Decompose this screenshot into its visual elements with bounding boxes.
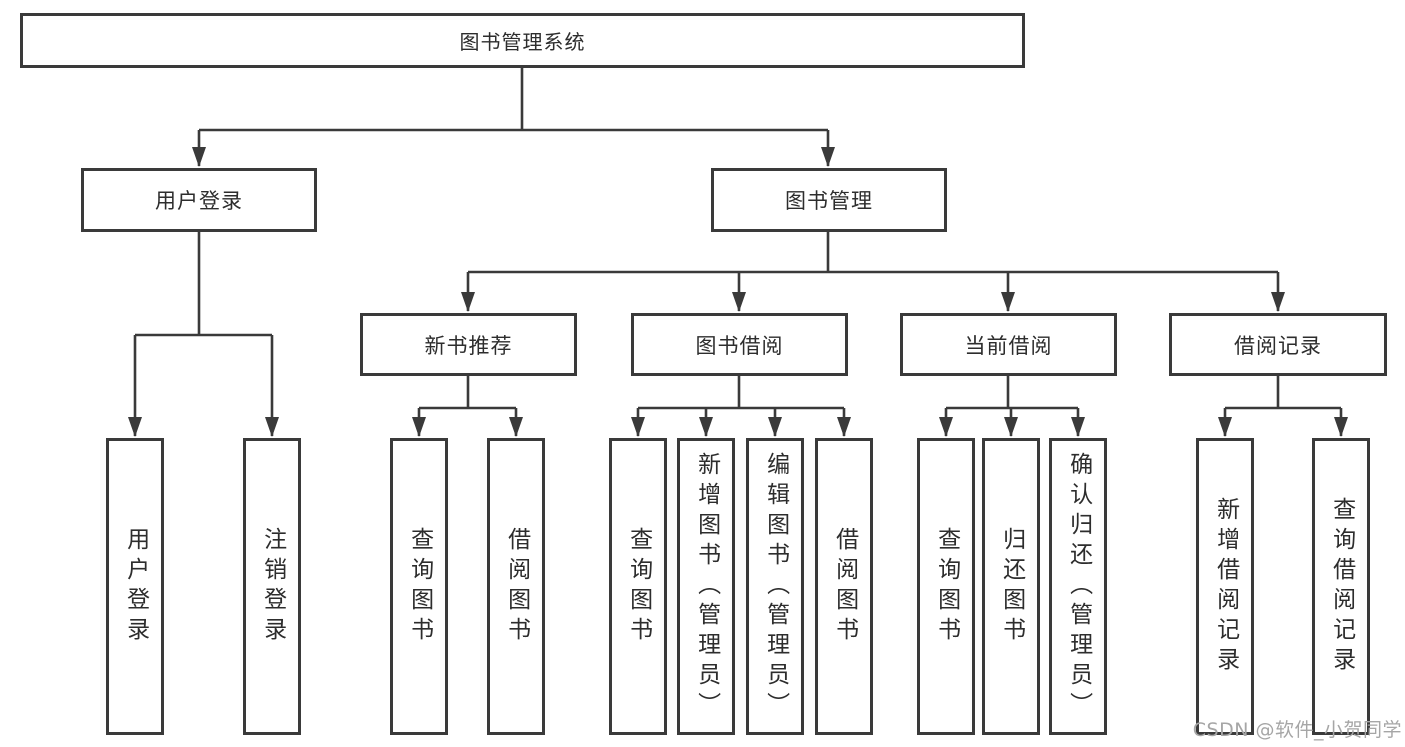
node-label: 确认归还（管理员） [1065, 451, 1092, 722]
node-label: 查询图书 [933, 526, 960, 647]
node-user-login: 用户登录 [81, 168, 317, 232]
node-label: 用户登录 [155, 189, 243, 213]
leaf-query-books-recommend: 查询图书 [390, 438, 448, 735]
node-label: 查询借阅记录 [1328, 496, 1355, 677]
node-label: 图书借阅 [695, 333, 784, 358]
node-library-management-system: 图书管理系统 [20, 13, 1025, 68]
leaf-add-book-admin: 新增图书（管理员） [677, 438, 735, 735]
node-book-borrow: 图书借阅 [631, 313, 848, 376]
node-book-management: 图书管理 [711, 168, 947, 232]
leaf-borrow-books-recommend: 借阅图书 [487, 438, 545, 735]
node-label: 新书推荐 [424, 333, 513, 358]
node-label: 借阅记录 [1234, 333, 1322, 358]
node-label: 借阅图书 [831, 526, 858, 647]
leaf-add-borrow-record: 新增借阅记录 [1196, 438, 1254, 735]
node-new-book-recommend: 新书推荐 [360, 313, 577, 376]
node-borrow-records: 借阅记录 [1169, 313, 1387, 376]
node-current-borrow: 当前借阅 [900, 313, 1117, 376]
csdn-watermark: CSDN @软件_小贺同学 [1192, 719, 1402, 741]
node-label: 归还图书 [998, 526, 1025, 647]
node-label: 新增借阅记录 [1212, 496, 1239, 677]
leaf-return-book: 归还图书 [982, 438, 1040, 735]
node-label: 编辑图书（管理员） [762, 451, 789, 722]
node-label: 当前借阅 [964, 333, 1053, 358]
node-label: 查询图书 [406, 526, 433, 647]
node-label: 注销登录 [259, 526, 286, 647]
node-label: 图书管理系统 [459, 30, 586, 54]
node-label: 用户登录 [122, 526, 149, 647]
leaf-query-books-borrow: 查询图书 [609, 438, 667, 735]
leaf-edit-book-admin: 编辑图书（管理员） [746, 438, 804, 735]
node-label: 新增图书（管理员） [693, 451, 720, 722]
leaf-borrow-books: 借阅图书 [815, 438, 873, 735]
leaf-confirm-return-admin: 确认归还（管理员） [1049, 438, 1107, 735]
leaf-query-books-current: 查询图书 [917, 438, 975, 735]
leaf-logout: 注销登录 [243, 438, 301, 735]
leaf-user-login: 用户登录 [106, 438, 164, 735]
node-label: 借阅图书 [503, 526, 530, 647]
node-label: 查询图书 [625, 526, 652, 647]
node-label: 图书管理 [785, 189, 873, 213]
leaf-query-borrow-record: 查询借阅记录 [1312, 438, 1370, 735]
